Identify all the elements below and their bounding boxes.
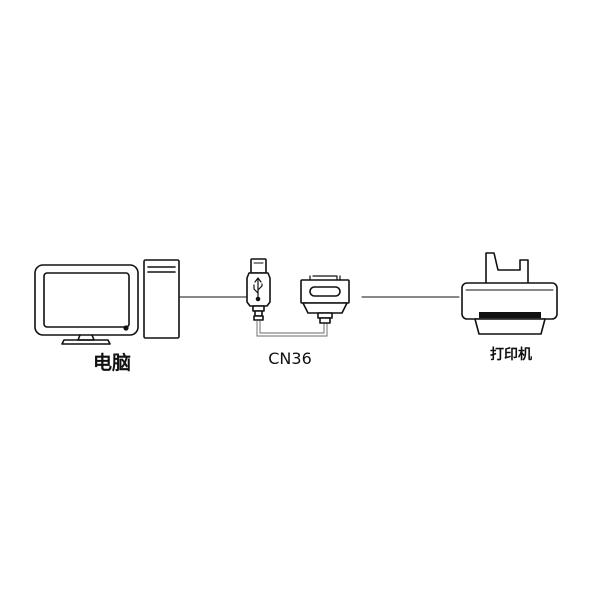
pc-tower-icon [143, 259, 180, 339]
computer-label: 电脑 [92, 352, 132, 374]
cable-label: CN36 [268, 349, 312, 368]
usb-plug-icon [246, 258, 271, 321]
printer-icon [461, 252, 558, 335]
printer-label: 打印机 [490, 347, 532, 363]
cn36-connector-icon [300, 275, 350, 324]
monitor-icon [34, 264, 139, 345]
cn36-cable [256, 320, 328, 337]
